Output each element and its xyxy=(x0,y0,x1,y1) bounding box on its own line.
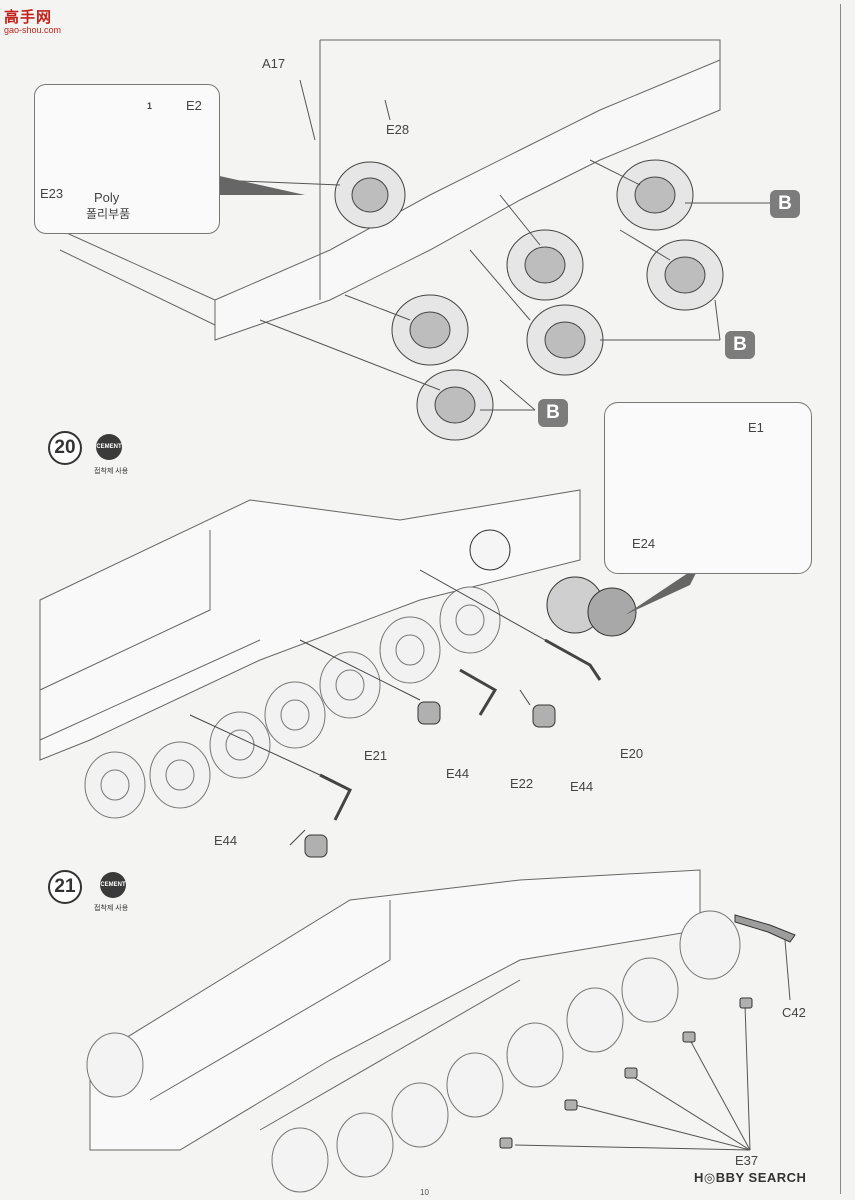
step20-sprocket xyxy=(469,529,637,637)
inset-pointer xyxy=(215,175,305,195)
site-watermark: 高手网 gao-shou.com xyxy=(4,6,61,35)
part-label-c42: C42 xyxy=(782,1005,806,1020)
part-label-a17: A17 xyxy=(262,56,286,71)
watermark-logo: 高手网 xyxy=(4,9,53,26)
page-number: 10 xyxy=(420,1188,429,1197)
step-number-21: 21 xyxy=(48,870,82,904)
step-number-20: 20 xyxy=(48,431,82,465)
upper-road-wheels xyxy=(334,159,724,441)
part-label-e20: E20 xyxy=(620,746,644,761)
step21-small-parts xyxy=(499,914,796,1149)
part-label-e44-a: E44 xyxy=(446,766,470,781)
part-label-e24: E24 xyxy=(632,536,656,551)
step21-road-wheels xyxy=(86,910,741,1193)
upper-hull-drawing xyxy=(59,39,721,341)
step21-arrows xyxy=(514,939,791,1151)
part-label-e23: E23 xyxy=(40,186,64,201)
sprocket-detail-inset xyxy=(604,402,812,574)
part-label-e2: E2 xyxy=(186,98,202,113)
subassembly-badge-b2: B xyxy=(725,331,755,359)
part-label-poly: Poly xyxy=(94,190,120,205)
part-label-e44-b: E44 xyxy=(570,779,594,794)
subassembly-badge-b1: B xyxy=(770,190,800,218)
step20-torsion-bars xyxy=(189,569,602,846)
part-label-e22: E22 xyxy=(510,776,534,791)
wheel-detail-inset xyxy=(34,84,220,234)
part-label-e21: E21 xyxy=(364,748,388,763)
cement-note-21: 접착제 사용 xyxy=(94,905,129,912)
step20-hull-drawing xyxy=(39,489,581,761)
part-label-e44-c: E44 xyxy=(214,833,238,848)
cement-note-20: 접착제 사용 xyxy=(94,468,129,475)
part-label-e1: E1 xyxy=(748,420,764,435)
cement-icon-21: CEMENT xyxy=(100,872,126,898)
upper-arrows xyxy=(299,79,770,411)
step20-road-wheels xyxy=(84,586,501,819)
part-label-poly-korean: 폴리부품 xyxy=(86,207,131,221)
watermark-url: gao-shou.com xyxy=(4,25,62,35)
page-border xyxy=(4,4,841,1194)
part-label-e28: E28 xyxy=(386,122,410,137)
step21-hull-drawing xyxy=(89,869,701,1151)
cement-icon-20: CEMENT xyxy=(96,434,122,460)
step20-small-parts xyxy=(304,701,556,858)
part-label-e37: E37 xyxy=(735,1153,759,1168)
hobby-search-logo: H◎BBY SEARCH xyxy=(694,1170,807,1185)
subassembly-badge-b3: B xyxy=(538,399,568,427)
inset-marker: 1 xyxy=(147,101,153,111)
inset-pointer-20 xyxy=(625,565,700,615)
